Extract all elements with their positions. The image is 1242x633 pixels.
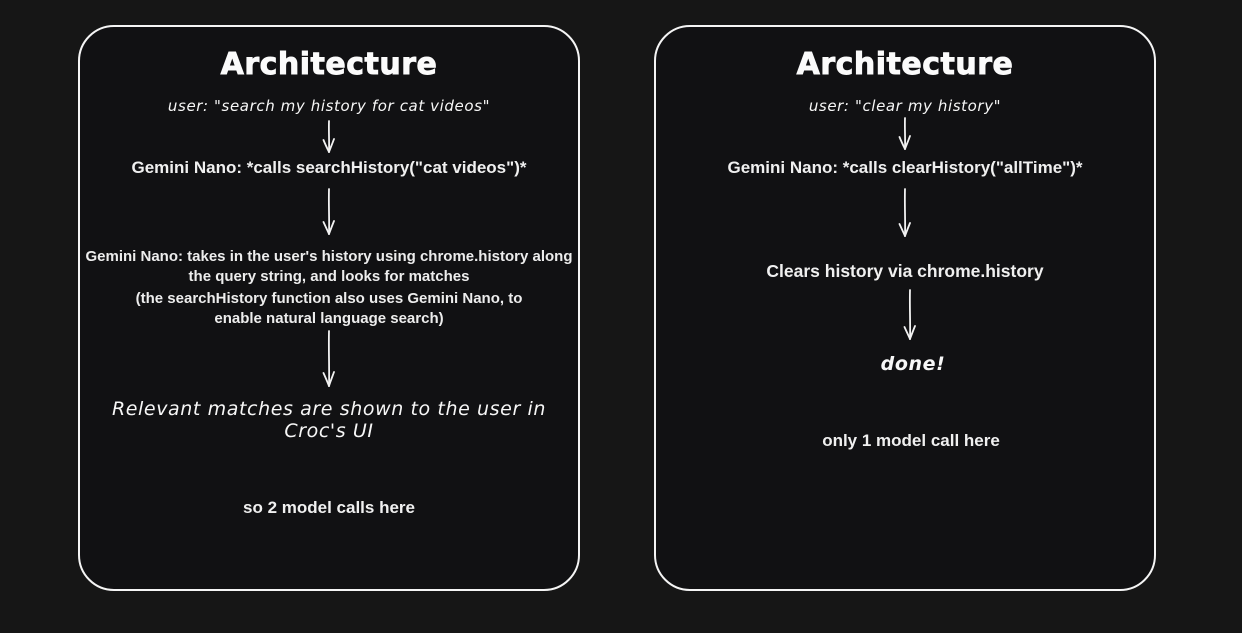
explanation-paragraph: Gemini Nano: takes in the user's history… — [80, 247, 578, 287]
architecture-panel-search: Architecture user: "search my history fo… — [78, 25, 580, 591]
result-text: Relevant matches are shown to the user i… — [111, 398, 547, 442]
down-arrow-icon — [894, 117, 916, 150]
model-call-text: Gemini Nano: *calls clearHistory("allTim… — [727, 158, 1083, 177]
user-query-text: user: "search my history for cat videos" — [167, 97, 491, 115]
parenthetical-line: (the searchHistory function also uses Ge… — [135, 290, 523, 307]
down-arrow-icon — [318, 120, 340, 153]
down-arrow-icon — [318, 330, 340, 387]
parenthetical-paragraph: (the searchHistory function also uses Ge… — [80, 289, 578, 329]
model-call-count-note: only 1 model call here — [822, 431, 1000, 450]
model-call-text: Gemini Nano: *calls searchHistory("cat v… — [131, 158, 527, 177]
explanation-line: Gemini Nano: takes in the user's history… — [85, 248, 573, 265]
down-arrow-icon — [899, 289, 921, 340]
model-call-count-note: so 2 model calls here — [243, 498, 415, 517]
explanation-line: the query string, and looks for matches — [188, 268, 470, 285]
parenthetical-line: enable natural language search) — [214, 310, 444, 327]
user-query-text: user: "clear my history" — [808, 97, 1002, 115]
architecture-panel-clear: Architecture user: "clear my history" Ge… — [654, 25, 1156, 591]
down-arrow-icon — [318, 188, 340, 235]
result-text: done! — [880, 353, 946, 375]
panel-title: Architecture — [220, 47, 438, 83]
action-text: Clears history via chrome.history — [766, 261, 1044, 281]
down-arrow-icon — [894, 188, 916, 237]
panel-title: Architecture — [796, 47, 1014, 83]
